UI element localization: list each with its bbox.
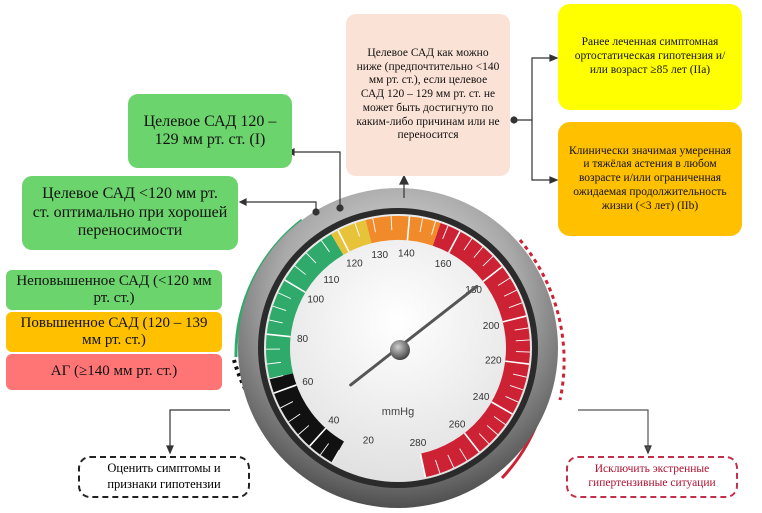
scale-tick <box>266 361 281 365</box>
scale-tick <box>491 401 513 415</box>
exclude-emergency-text: Исключить экстренные гипертензивные ситу… <box>588 463 716 489</box>
scale-label: 100 <box>307 295 324 306</box>
scale-tick <box>294 265 306 275</box>
assess-hypotension-box: Оценить симптомы и признаки гипотензии <box>78 456 250 498</box>
scale-tick <box>431 221 436 235</box>
scale-tick <box>505 396 519 403</box>
exclude-emergency-box: Исключить экстренные гипертензивные ситу… <box>566 456 738 498</box>
scale-tick <box>497 277 511 286</box>
scale-tick <box>337 230 350 253</box>
scale-label: 280 <box>410 438 427 449</box>
scale-label: 160 <box>435 259 452 270</box>
scale-label: 80 <box>297 334 309 345</box>
scale-label: 120 <box>346 258 363 269</box>
scale-tick <box>266 333 291 338</box>
scale-tick <box>406 216 411 241</box>
category-elevated: Повышенное САД (120 – 139 мм рт. ст.) <box>6 312 222 352</box>
scale-label: 60 <box>302 377 314 388</box>
scale-tick <box>515 339 530 342</box>
scale-tick <box>482 266 503 283</box>
scale-tick <box>269 375 284 380</box>
category-normal-text: Неповышенное САД (<120 мм рт. ст.) <box>16 272 212 306</box>
scale-label: 240 <box>473 392 490 403</box>
scale-tick <box>463 238 473 251</box>
gauge-needle <box>349 284 479 387</box>
scale-tick <box>459 448 468 461</box>
scale-label: 220 <box>485 356 502 367</box>
band-dark <box>269 373 344 463</box>
frailty-box: Клинически значимая умеренная и тяжёлая … <box>558 122 742 236</box>
target-120-129-text: Целевое САД 120 – 129 мм рт. ст. (I) <box>143 112 277 148</box>
orthostatic-box: Ранее леченная симптомная ортостатическа… <box>558 4 742 110</box>
scale-tick <box>508 302 523 309</box>
scale-tick <box>419 453 427 478</box>
target-lt120-box: Целевое САД <120 мм рт. ст. оптимально п… <box>22 176 238 250</box>
category-normal: Неповышенное САД (<120 мм рт. ст.) <box>6 270 222 310</box>
band-yellow <box>331 220 372 255</box>
unit-label: mmHg <box>382 406 414 418</box>
scale-tick <box>280 401 294 409</box>
scale-tick <box>390 216 393 231</box>
scale-tick <box>447 231 461 254</box>
scale-tick <box>272 305 287 311</box>
scale-label: 40 <box>328 415 340 426</box>
scale-tick <box>509 385 524 391</box>
scale-label: 260 <box>449 420 466 431</box>
scale-tick <box>502 315 527 323</box>
scale-label: 110 <box>323 275 339 286</box>
scale-tick <box>447 454 455 468</box>
scale-tick <box>478 433 490 445</box>
assess-hypotension-text: Оценить симптомы и признаки гипотензии <box>107 461 221 491</box>
scale-tick <box>309 427 327 447</box>
scale-tick <box>268 319 283 324</box>
target-lt120-text: Целевое САД <120 мм рт. ст. оптимально п… <box>32 185 228 240</box>
category-hypertension: АГ (≥140 мм рт. ст.) <box>6 354 222 390</box>
band-green <box>266 234 344 379</box>
scale-bands <box>266 215 530 478</box>
scale-tick <box>503 289 517 297</box>
scale-tick <box>463 432 480 453</box>
connectors <box>166 54 652 455</box>
frailty-text: Клинически значимая умеренная и тяжёлая … <box>568 144 732 212</box>
scale-tick <box>298 425 310 435</box>
scale-tick <box>354 223 361 237</box>
scale-tick <box>435 459 441 474</box>
target-lowest-text: Целевое САД как можно ниже (предпочтител… <box>356 46 500 142</box>
band-red <box>420 223 530 478</box>
needle-hub <box>390 340 410 360</box>
scale-tick <box>505 360 530 365</box>
target-120-129-box: Целевое САД 120 – 129 мм рт. ст. (I) <box>128 94 292 168</box>
scale-tick <box>284 279 306 294</box>
scale-tick <box>473 246 484 258</box>
scale-tick <box>320 240 330 253</box>
scale-tick <box>482 255 494 267</box>
category-hypertension-text: АГ (≥140 мм рт. ст.) <box>50 363 178 380</box>
scale-tick <box>273 384 297 394</box>
scale-tick <box>372 218 376 233</box>
orthostatic-text: Ранее леченная симптомная ортостатическа… <box>574 36 726 76</box>
scale-tick <box>288 413 301 423</box>
scale-tick <box>514 327 529 331</box>
scale-tick <box>486 425 498 435</box>
scale-tick <box>512 373 527 378</box>
category-elevated-text: Повышенное САД (120 – 139 мм рт. ст.) <box>20 314 208 348</box>
scale-tick <box>320 443 330 456</box>
scale-label: 130 <box>371 250 388 261</box>
scale-tick <box>442 225 449 239</box>
scale-tick <box>419 218 424 233</box>
scale-tick <box>277 292 292 300</box>
scale-label: 20 <box>363 435 375 446</box>
scale-label: 200 <box>483 321 500 332</box>
scale-tick <box>331 449 340 463</box>
scale-tick <box>305 252 317 264</box>
scale-label: 140 <box>398 248 415 259</box>
scale-ticks <box>266 216 530 478</box>
target-lowest-box: Целевое САД как можно ниже (предпочтител… <box>346 14 510 176</box>
scale-tick <box>493 416 506 426</box>
